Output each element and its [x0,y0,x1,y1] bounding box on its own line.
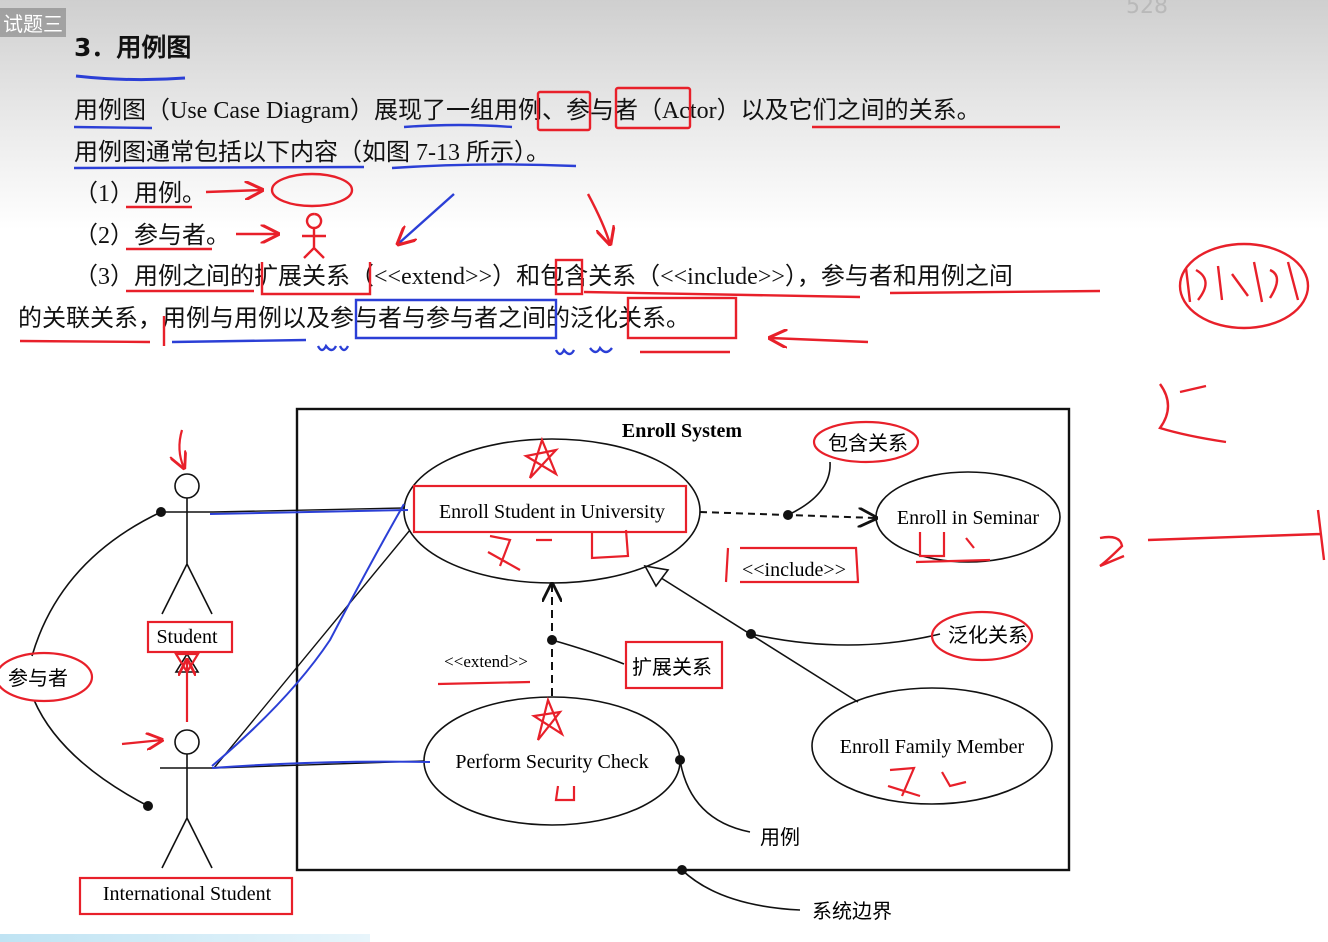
blue-arrow-mark [398,193,455,244]
use-case-generalization [657,575,859,703]
actor-callout-label: 参与者 [8,666,68,690]
list-item-2: （2）参与者。 [74,223,230,249]
list-item-1: （1）用例。 [74,181,206,207]
use-case-callout-label: 用例 [760,825,800,849]
use-case-family-member [811,687,1053,805]
generalization-triangle [643,564,670,588]
include-callout-line [787,461,831,516]
extend-stereotype: <<extend>> [444,652,528,671]
list-item-3b: 的关联关系，用例与用例以及参与者与参与者之间的泛化关系。 [18,306,690,332]
include-stereotype: <<include>> [742,559,846,581]
actor-international-student [160,729,214,869]
use-case-callout-line [679,759,751,833]
boundary-callout-line [681,869,801,911]
blue-underlines [73,123,613,356]
actor-callout-line-top [31,511,162,657]
use-case-security-check-label: Perform Security Check [455,751,648,773]
boundary-callout-label: 系统边界 [812,899,892,923]
paragraph-line-1: 用例图（Use Case Diagram）展现了一组用例、参与者（Actor）以… [74,98,981,124]
use-case-family-member-label: Enroll Family Member [840,736,1025,758]
association-student-university [212,507,405,513]
section-title: 3．用例图 [74,33,192,62]
extend-callout-label: 扩展关系 [632,655,712,679]
paragraph-line-2: 用例图通常包括以下内容（如图 7-13 所示）。 [74,140,550,166]
actor-callout-line-bottom [33,699,149,807]
actor-international-student-label: International Student [103,883,272,905]
association-international-university [213,529,411,769]
bottom-strip [0,934,370,942]
actor-student [161,473,213,615]
page-number: 528 [1126,0,1168,19]
blue-trace-marks [209,503,431,769]
include-callout-label: 包含关系 [828,431,908,455]
extend-callout-line [551,639,625,665]
generalization-callout-line [750,633,941,646]
red-diagram-marks [0,420,1034,916]
system-name: Enroll System [622,420,743,442]
actor-student-label: Student [156,626,218,648]
list-item-3a: （3）用例之间的扩展关系（<<extend>>）和包含关系（<<include>… [74,264,1013,290]
use-case-enroll-seminar-label: Enroll in Seminar [897,507,1040,529]
generalization-callout-label: 泛化关系 [948,623,1028,647]
red-annotations [19,86,1326,568]
corner-tag: 试题三 [0,8,66,37]
use-case-enroll-university-label: Enroll Student in University [439,501,665,523]
title-underline [75,74,186,82]
